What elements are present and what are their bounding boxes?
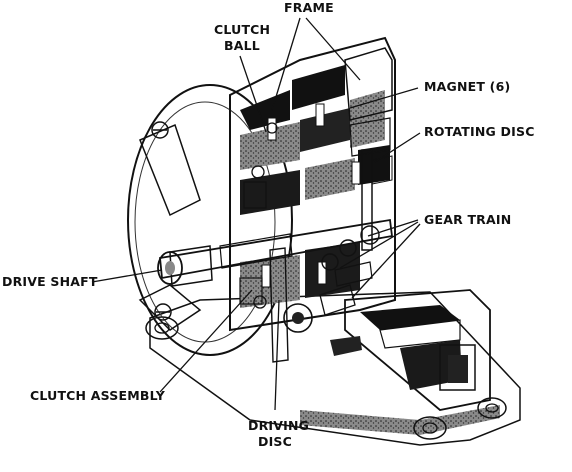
cover-screw-top — [151, 121, 169, 139]
leader-rotating-disc — [374, 132, 421, 163]
leader-magnet — [349, 87, 419, 109]
cover-screw-bottom — [154, 303, 172, 321]
label-driving-disc-1: DRIVING — [248, 418, 309, 433]
leader-gear-train-3 — [351, 223, 421, 299]
clutch-springs — [239, 181, 267, 305]
label-clutch-ball-1: CLUTCH — [214, 22, 270, 37]
leader-frame-1 — [271, 17, 301, 111]
label-driving-disc-2: DISC — [258, 434, 292, 449]
label-gear-train: GEAR TRAIN — [424, 212, 511, 227]
leader-gear-train-1 — [367, 219, 419, 237]
rotating-disc — [361, 149, 393, 251]
label-clutch-ball-2: BALL — [224, 38, 260, 53]
mounting-hole-right — [413, 397, 507, 440]
label-rotating-disc: ROTATING DISC — [424, 124, 535, 139]
leader-clutch-ball — [239, 55, 267, 133]
leader-lines — [91, 17, 421, 411]
leader-frame-2 — [305, 17, 361, 81]
clutch-balls — [251, 122, 278, 309]
label-clutch-assembly: CLUTCH ASSEMBLY — [30, 388, 166, 403]
leader-gear-train-2 — [339, 221, 419, 269]
leader-drive-shaft — [91, 269, 163, 283]
drive-shaft — [157, 218, 393, 287]
bearing-block — [330, 289, 491, 411]
leader-driving-disc — [274, 299, 280, 411]
gear-train — [319, 225, 380, 316]
driving-disc — [269, 247, 313, 363]
magnets — [344, 47, 393, 157]
label-magnet: MAGNET (6) — [424, 79, 510, 94]
label-frame: FRAME — [284, 0, 334, 15]
label-drive-shaft: DRIVE SHAFT — [2, 274, 98, 289]
leader-clutch-assembly — [159, 289, 253, 393]
frame-housing — [229, 36, 396, 332]
